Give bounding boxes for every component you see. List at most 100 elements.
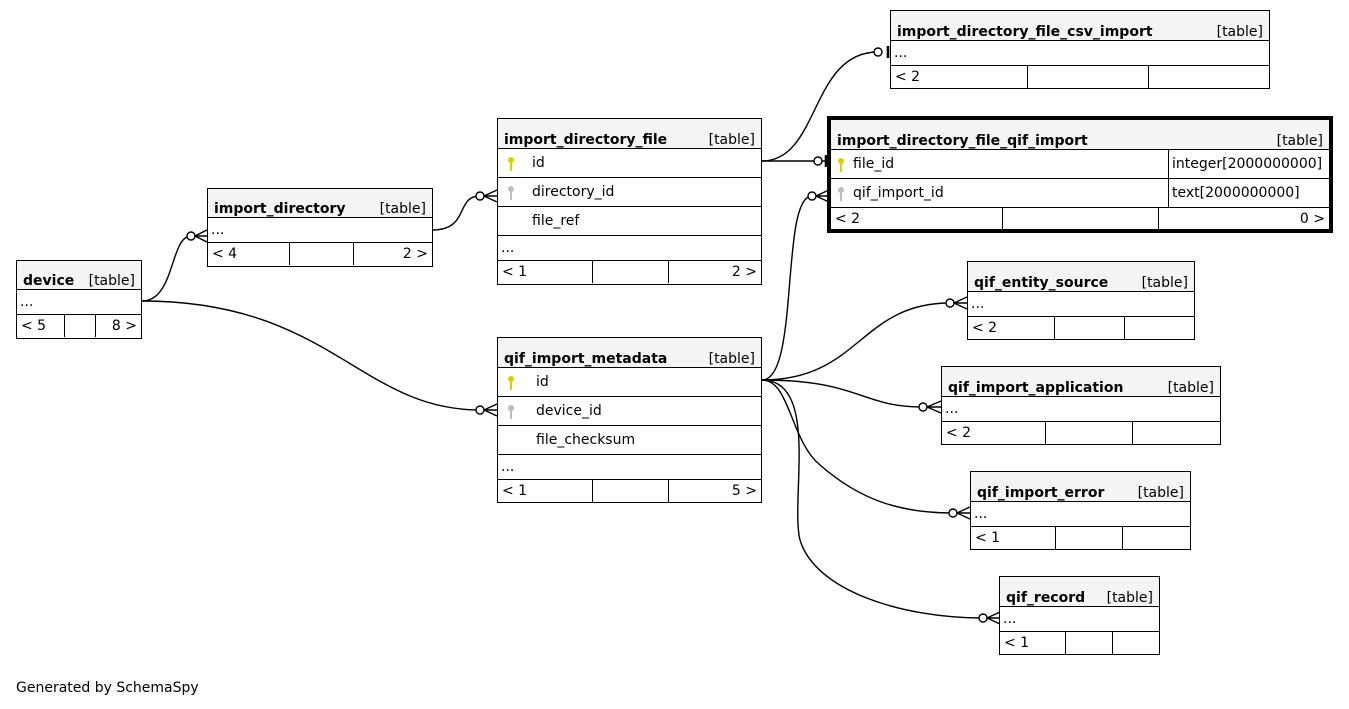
- footer-middle: [1055, 317, 1125, 339]
- column-name: id: [536, 374, 549, 390]
- column-name: file_ref: [532, 213, 580, 229]
- parents-count: < 4: [208, 243, 290, 265]
- parents-count: < 5: [17, 315, 65, 337]
- table-device[interactable]: device [table] ... < 5 8 >: [16, 260, 142, 339]
- edge-metadata-import-application: [761, 379, 924, 408]
- table-name: import_directory: [214, 201, 346, 217]
- children-count: 2 >: [402, 246, 428, 262]
- column-row: device_id: [498, 397, 761, 426]
- table-import-directory-file[interactable]: import_directory_file [table] id directo…: [497, 118, 762, 285]
- table-header: qif_entity_source [table]: [968, 262, 1194, 292]
- parents-count: < 1: [498, 480, 593, 502]
- table-qif-import-error[interactable]: qif_import_error [table] ... < 1: [970, 471, 1191, 550]
- parents-count: < 2: [891, 66, 1028, 88]
- column-row: qif_import_id text[2000000000]: [831, 179, 1329, 208]
- table-header: import_directory_file_csv_import [table]: [891, 11, 1269, 41]
- cardinality-optional-marker: [807, 191, 817, 201]
- table-type: [table]: [379, 201, 426, 217]
- table-footer: < 1 5 >: [498, 480, 761, 502]
- crows-foot-marker: [194, 229, 208, 243]
- table-qif-import-metadata[interactable]: qif_import_metadata [table] id device_id…: [497, 337, 762, 503]
- cardinality-optional-marker: [948, 508, 958, 518]
- footer-middle: [1003, 208, 1159, 229]
- children-count: 5 >: [731, 483, 757, 499]
- table-qif-record[interactable]: qif_record [table] ... < 1: [999, 576, 1160, 655]
- column-name: directory_id: [532, 184, 615, 200]
- table-name: qif_entity_source: [974, 275, 1109, 291]
- table-name: import_directory_file_qif_import: [837, 133, 1088, 149]
- column-name: id: [532, 155, 545, 171]
- table-type: [table]: [1106, 590, 1153, 606]
- table-footer: < 4 2 >: [208, 243, 432, 265]
- crows-foot-marker: [483, 189, 498, 203]
- cardinality-optional-marker: [873, 47, 883, 57]
- column-row: id: [498, 368, 761, 397]
- column-row: file_checksum: [498, 426, 761, 455]
- table-name: import_directory_file: [504, 132, 668, 148]
- table-footer: < 2: [942, 422, 1220, 444]
- edge-file-csv-import: [761, 51, 879, 162]
- children-count: 8 >: [111, 318, 137, 334]
- column-name: qif_import_id: [853, 185, 944, 201]
- column-name: file_checksum: [536, 432, 636, 448]
- foreign-key-icon: [498, 404, 524, 419]
- primary-key-icon: [831, 157, 851, 172]
- table-footer: < 2 0 >: [831, 208, 1329, 229]
- cardinality-optional-marker: [475, 405, 485, 415]
- table-footer: < 2: [891, 66, 1269, 88]
- table-type: [table]: [708, 351, 755, 367]
- more-columns-row: ...: [1000, 607, 1159, 632]
- table-footer: < 2: [968, 317, 1194, 339]
- table-footer: < 1: [1000, 632, 1159, 654]
- table-type: [table]: [88, 273, 135, 289]
- table-header: import_directory_file [table]: [498, 119, 761, 149]
- table-name: qif_record: [1006, 590, 1086, 606]
- table-header: qif_record [table]: [1000, 577, 1159, 607]
- parents-count: < 1: [498, 261, 593, 283]
- children-count: [1125, 317, 1194, 339]
- edge-metadata-qif-record: [761, 379, 984, 619]
- column-row: file_ref: [498, 207, 761, 236]
- more-columns-row: ...: [17, 290, 141, 315]
- edge-device-import-directory: [141, 235, 192, 302]
- cardinality-optional-marker: [945, 298, 955, 308]
- children-count: [1123, 527, 1190, 549]
- column-row: directory_id: [498, 178, 761, 207]
- table-header: qif_import_application [table]: [942, 367, 1220, 397]
- cardinality-optional-marker: [813, 156, 823, 166]
- more-columns-row: ...: [498, 236, 761, 261]
- column-row: id: [498, 149, 761, 178]
- column-type: integer[2000000000]: [1168, 150, 1329, 178]
- crows-foot-marker: [986, 611, 1001, 625]
- table-qif-import-application[interactable]: qif_import_application [table] ... < 2: [941, 366, 1221, 445]
- table-header: import_directory_file_qif_import [table]: [831, 120, 1329, 150]
- table-type: [table]: [1167, 380, 1214, 396]
- table-footer: < 1: [971, 527, 1190, 549]
- foreign-key-icon: [498, 185, 524, 200]
- table-type: [table]: [1276, 133, 1323, 149]
- parents-count: < 2: [831, 208, 1003, 229]
- table-import-directory-file-qif-import[interactable]: import_directory_file_qif_import [table]…: [827, 116, 1333, 233]
- table-type: [table]: [1141, 275, 1188, 291]
- parents-count: < 2: [968, 317, 1055, 339]
- footer-middle: [1066, 632, 1113, 654]
- table-qif-entity-source[interactable]: qif_entity_source [table] ... < 2: [967, 261, 1195, 340]
- edge-device-qif-import-metadata: [141, 300, 481, 411]
- more-columns-row: ...: [891, 41, 1269, 66]
- table-import-directory-file-csv-import[interactable]: import_directory_file_csv_import [table]…: [890, 10, 1270, 89]
- table-import-directory[interactable]: import_directory [table] ... < 4 2 >: [207, 188, 433, 267]
- more-columns-row: ...: [968, 292, 1194, 317]
- parents-count: < 2: [942, 422, 1046, 444]
- column-row: file_id integer[2000000000]: [831, 150, 1329, 179]
- primary-key-icon: [498, 156, 524, 171]
- footer-middle: [1056, 527, 1123, 549]
- table-header: device [table]: [17, 261, 141, 290]
- crows-foot-marker: [926, 400, 942, 414]
- cardinality-optional-marker: [978, 613, 988, 623]
- crows-foot-marker: [953, 296, 968, 310]
- table-footer: < 5 8 >: [17, 315, 141, 337]
- table-name: qif_import_metadata: [504, 351, 668, 367]
- foreign-key-icon: [831, 186, 851, 201]
- footer-middle: [65, 315, 96, 337]
- children-count: [1113, 632, 1159, 654]
